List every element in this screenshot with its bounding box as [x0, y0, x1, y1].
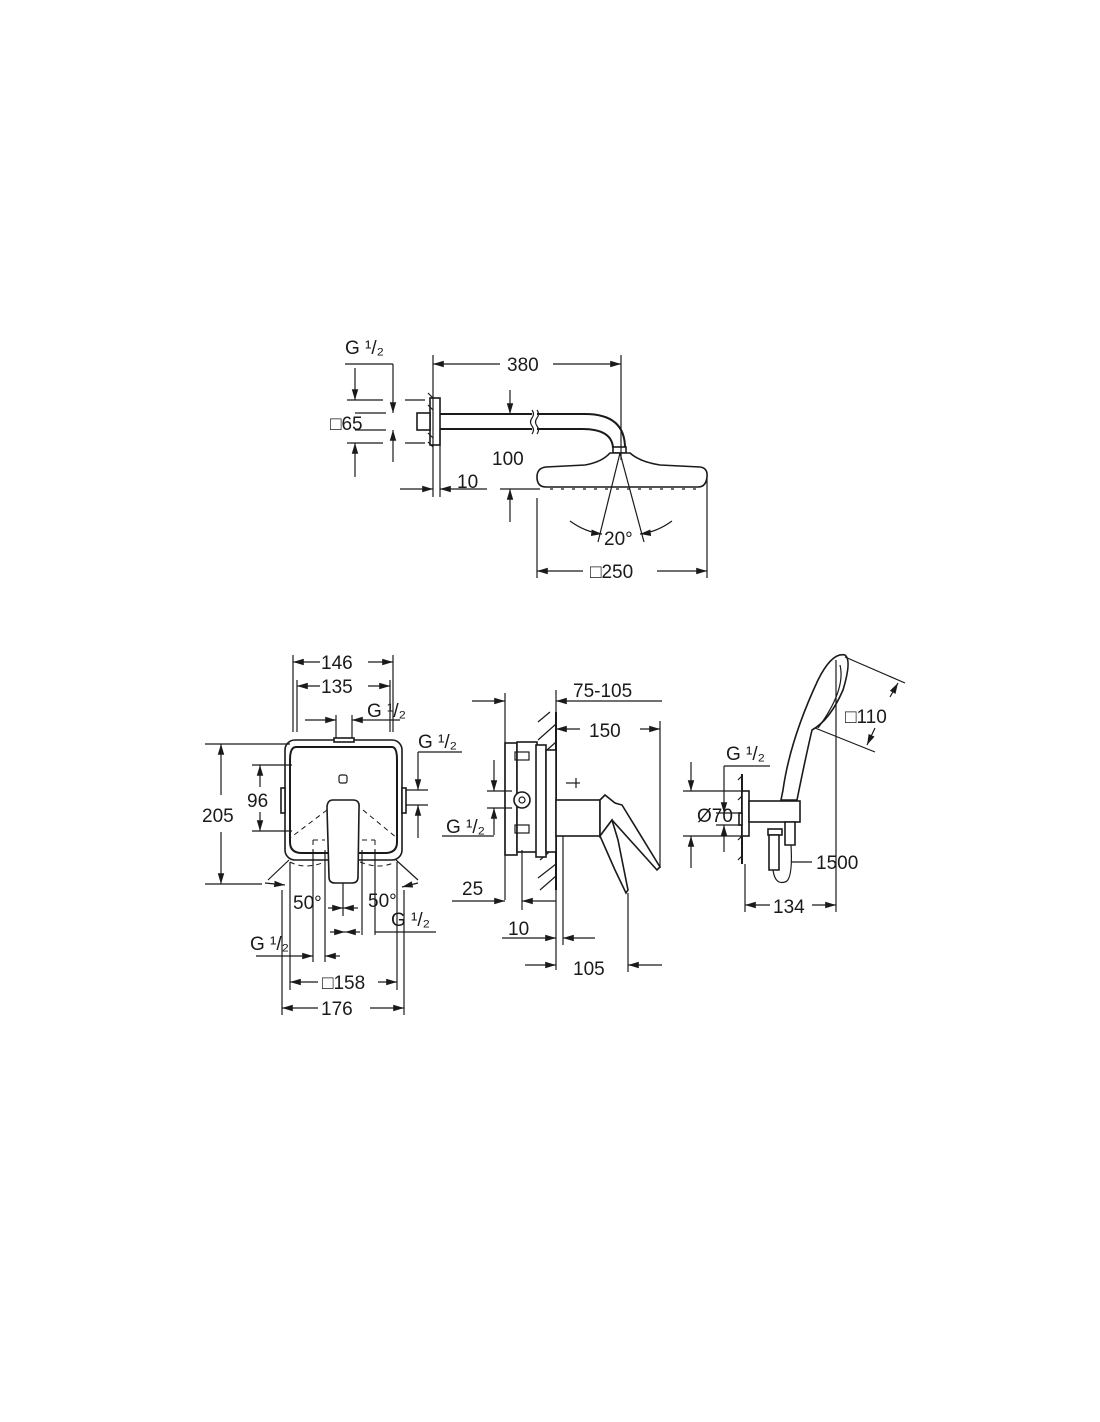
valve-height-outer-label: 205	[202, 806, 234, 827]
hand-shower-head-size-label: □110	[845, 707, 887, 728]
valve-height-inner-label: 96	[247, 791, 268, 812]
valve-width-inner-label: 135	[321, 677, 353, 698]
flange-size-label: □65	[330, 414, 363, 435]
valve-thread-right-label: G ¹/₂	[418, 732, 457, 753]
tilt-angle-label: 20°	[604, 529, 633, 550]
hand-shower	[780, 653, 849, 801]
mixer-lever	[326, 799, 360, 884]
wall-offset-label: 10	[457, 472, 478, 493]
overhead-thread-label: G ¹/₂	[345, 338, 384, 359]
flange-diameter-label: Ø70	[697, 806, 733, 827]
hand-shower-drawing: □110 G ¹/₂ Ø70 1500 134	[683, 653, 906, 918]
hose-length-label: 1500	[816, 853, 858, 874]
head-size-label: □250	[590, 562, 633, 583]
arm-length-label: 380	[507, 355, 539, 376]
depth-25-label: 25	[462, 879, 483, 900]
depth-105-label: 105	[573, 959, 605, 980]
valve-width-total-label: 176	[321, 999, 353, 1020]
valve-angle-left-label: 50°	[293, 893, 322, 914]
projection-label: 134	[773, 897, 805, 918]
valve-width-outer-label: 146	[321, 653, 353, 674]
valve-thread-bottom-right-label: G ¹/₂	[391, 910, 430, 931]
wall-holder	[748, 800, 801, 823]
overhead-shower-drawing: G ¹/₂ □65 380 100 10 20° □250	[330, 338, 708, 583]
hand-shower-thread-label: G ¹/₂	[726, 744, 765, 765]
valve-angle-right-label: 50°	[368, 891, 397, 912]
side-thread-label: G ¹/₂	[446, 817, 485, 838]
valve-side-drawing: 75-105 150 G ¹/₂ 25 10 105	[442, 681, 662, 980]
depth-10-label: 10	[508, 919, 529, 940]
arm-height-label: 100	[492, 449, 524, 470]
shower-arm	[440, 413, 532, 430]
wall-flange	[429, 397, 441, 446]
wall-connector	[416, 412, 431, 431]
mixer-body	[555, 799, 601, 837]
valve-thread-bottom-left-label: G ¹/₂	[250, 934, 289, 955]
lever-reach-label: 150	[589, 721, 621, 742]
valve-thread-top-label: G ¹/₂	[367, 701, 406, 722]
valve-front-drawing: 146 135 G ¹/₂ G ¹/₂ 96 205 50° 50° G ¹/₂…	[202, 653, 462, 1020]
shower-head	[536, 452, 708, 488]
valve-plate-size-label: □158	[322, 973, 365, 994]
install-depth-label: 75-105	[573, 681, 632, 702]
diverter-button	[338, 774, 348, 784]
